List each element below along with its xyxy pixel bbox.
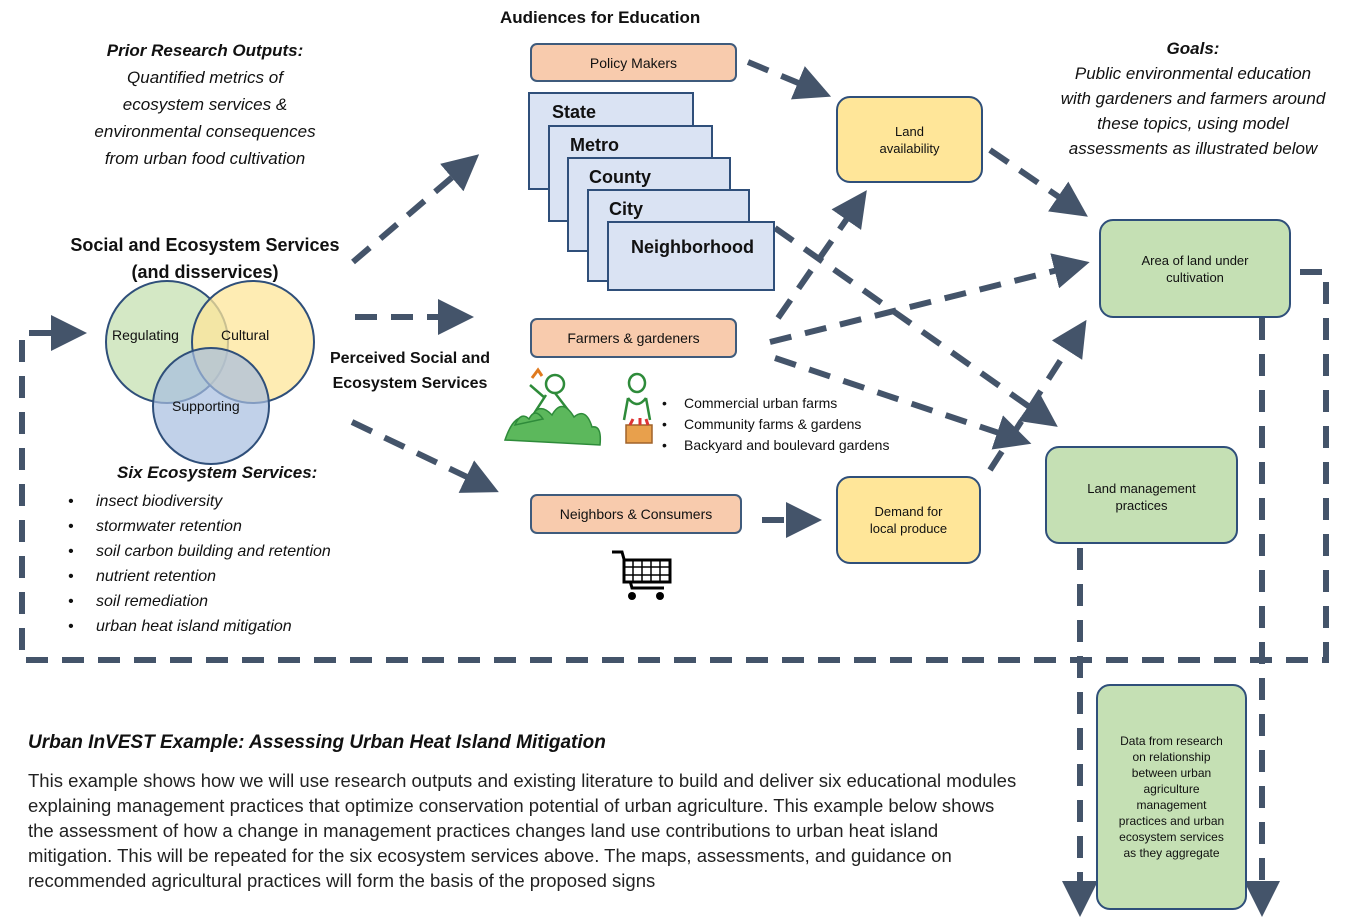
area-under-cultivation-box: Area of land under cultivation <box>1099 219 1291 318</box>
research-data-box: Data from research on relationship betwe… <box>1096 684 1247 910</box>
arrow-land-to-area <box>988 147 1088 217</box>
arrow-farmers-to-practices <box>774 355 1032 450</box>
goals-heading: Goals: <box>1166 39 1220 58</box>
neighbors-consumers-box: Neighbors & Consumers <box>530 494 742 534</box>
venn-supporting-label: Supporting <box>172 398 240 414</box>
social-services-line1: Social and Ecosystem Services <box>70 235 340 255</box>
example-body: This example shows how we will use resea… <box>28 770 1017 891</box>
arrow-policy-to-land <box>746 59 832 100</box>
service-item: nutrient retention <box>68 564 331 589</box>
service-item: urban heat island mitigation <box>68 614 331 639</box>
farm-types-list: Commercial urban farms Community farms &… <box>662 393 889 456</box>
venn-cultural-label: Cultural <box>221 327 270 343</box>
six-services-list: insect biodiversity stormwater retention… <box>68 489 331 639</box>
policy-makers-box: Policy Makers <box>530 43 737 82</box>
prior-research-block: Prior Research Outputs: Quantified metri… <box>60 37 350 172</box>
arrow-prior-to-scales <box>351 154 480 265</box>
prior-research-text: Quantified metrics of ecosystem services… <box>94 68 316 168</box>
farm-type-item: Community farms & gardens <box>662 414 889 435</box>
arrow-farmers-to-land <box>775 190 867 320</box>
land-management-box: Land management practices <box>1045 446 1238 544</box>
farm-type-item: Commercial urban farms <box>662 393 889 414</box>
farm-type-item: Backyard and boulevard gardens <box>662 435 889 456</box>
audiences-heading: Audiences for Education <box>500 8 701 27</box>
six-services-heading: Six Ecosystem Services: <box>117 463 318 482</box>
farmers-gardeners-box: Farmers & gardeners <box>530 318 737 358</box>
venn-regulating-label: Regulating <box>112 327 179 343</box>
example-title: Urban InVEST Example: Assessing Urban He… <box>28 732 606 753</box>
service-item: soil carbon building and retention <box>68 539 331 564</box>
scale-neighborhood-page: Neighborhood <box>607 221 775 291</box>
perceived-line1: Perceived Social and <box>329 350 491 367</box>
perceived-line2: Ecosystem Services <box>332 375 488 392</box>
service-item: soil remediation <box>68 589 331 614</box>
land-availability-box: Land availability <box>836 96 983 183</box>
goals-text: Public environmental education with gard… <box>1060 64 1326 158</box>
social-services-line2: (and disservices) <box>131 262 279 282</box>
service-item: insect biodiversity <box>68 489 331 514</box>
arrow-farmers-to-area <box>769 253 1090 345</box>
demand-local-produce-box: Demand for local produce <box>836 476 981 564</box>
prior-research-heading: Prior Research Outputs: <box>106 41 304 60</box>
arrow-scales-to-practices <box>773 225 1058 427</box>
feedback-loop-arrow <box>19 269 1329 663</box>
arrow-venn-to-neighbors <box>350 419 499 493</box>
arrow-demand-to-area <box>987 319 1087 472</box>
service-item: stormwater retention <box>68 514 331 539</box>
perceived-services-heading: Perceived Social and Ecosystem Services <box>310 346 510 396</box>
social-services-heading: Social and Ecosystem Services (and disse… <box>40 232 370 286</box>
goals-block: Goals: Public environmental education wi… <box>1058 36 1328 161</box>
